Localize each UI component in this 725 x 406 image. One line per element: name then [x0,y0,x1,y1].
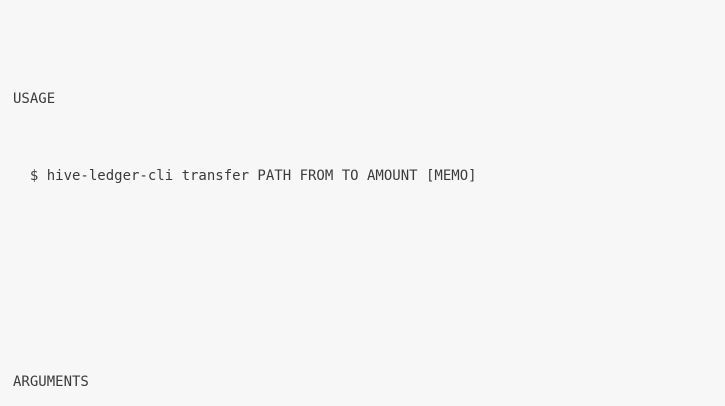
usage-command-line: $ hive-ledger-cli transfer PATH FROM TO … [13,168,477,185]
usage-section-heading: USAGE [13,91,56,108]
arguments-section-heading: ARGUMENTS [13,373,89,390]
blank-line-1 [13,267,725,293]
